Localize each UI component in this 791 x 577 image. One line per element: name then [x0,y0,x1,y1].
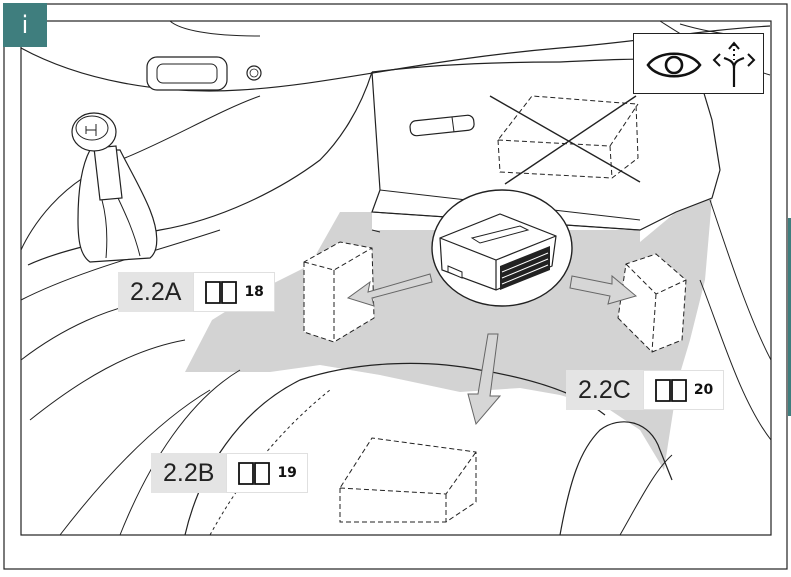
gear-knob-top [75,115,109,141]
module-device [439,213,557,291]
crossed-box [497,95,639,179]
arrow-right [569,274,638,305]
label-2-2b: 2.2B 19 [151,453,308,493]
cross-line2 [504,95,637,185]
console-top [371,61,561,73]
direction-arrows-icon [712,41,756,87]
page-border [3,3,788,570]
label-2-2c: 2.2C 20 [566,370,725,410]
seat-left-edge [119,369,241,536]
label-2-2a: 2.2A 18 [118,272,275,312]
book-icon [204,279,238,305]
label-code: 2.2B [151,453,227,493]
left-panel-line1 [20,229,221,301]
info-badge: i [3,3,47,47]
page-reference: 20 [642,370,725,410]
left-panel-line4 [59,389,211,536]
page-number: 20 [693,382,714,398]
cross-line1 [489,95,641,183]
label-code: 2.2C [566,370,643,410]
top-slot-inner [156,63,218,84]
book-icon [237,460,271,486]
arrow-down [467,333,502,426]
page-number: 19 [277,465,297,481]
console-switch-divider [451,116,455,133]
dashed-box-b [339,437,477,523]
gear-boot-fold2 [117,197,141,257]
page-number: 18 [244,284,264,300]
console-switch [409,114,475,137]
seat-right [559,421,673,536]
gear-pattern [85,124,97,136]
seat-left [184,362,606,536]
symbol-box [633,33,764,94]
page-reference: 18 [193,272,275,312]
drawing-frame [20,20,772,536]
arrow-left [346,273,433,307]
left-panel-line3 [29,339,186,421]
dashed-box-c [617,253,687,353]
accent-bar [788,218,791,416]
dashboard-lip [169,20,261,37]
seat-right-back [619,454,673,536]
gear-boot-fold1 [101,199,108,259]
right-pillar2 [709,199,772,361]
dashed-box-a [303,241,375,343]
right-pillar [699,279,772,441]
book-icon [654,377,688,403]
eye-icon [646,52,702,78]
round-button-inner [249,68,259,78]
page-reference: 19 [226,453,308,493]
label-code: 2.2A [118,272,194,312]
